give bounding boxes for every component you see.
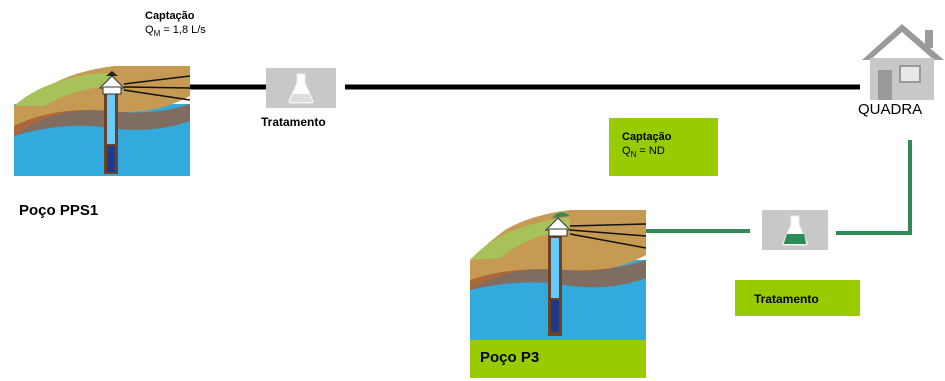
treatment-label-2: Tratamento xyxy=(754,292,819,306)
flow-value: = ND xyxy=(639,145,665,157)
pps1-flow-rate: QM = 1,8 L/s xyxy=(145,24,206,38)
flow-subscript: M xyxy=(153,29,161,39)
p3-well-label: Poço P3 xyxy=(480,349,540,366)
treatment-box-2 xyxy=(762,210,828,250)
pps1-captacao-title: Captação xyxy=(145,10,195,22)
flask-icon xyxy=(782,215,808,246)
treatment-label-box-2 xyxy=(735,280,860,316)
house-icon xyxy=(862,24,944,100)
flow-subscript: N xyxy=(630,150,637,160)
flow-symbol: Q xyxy=(145,24,154,36)
p3-captacao-box xyxy=(609,118,718,176)
treatment-label-1: Tratamento xyxy=(261,115,326,129)
flask-icon xyxy=(288,73,314,104)
p3-captacao-title: Captação xyxy=(622,131,672,143)
destination-label: QUADRA xyxy=(858,101,923,118)
flow-value: = 1,8 L/s xyxy=(163,24,206,36)
p3-flow-rate: QN = ND xyxy=(622,145,665,159)
treatment-box-1 xyxy=(266,68,336,108)
p3-well-label-box xyxy=(470,340,646,378)
well-p3-illustration xyxy=(470,210,646,340)
flow-symbol: Q xyxy=(622,145,631,157)
pps1-well-label: Poço PPS1 xyxy=(19,202,99,219)
well-pps1-illustration xyxy=(14,66,190,176)
